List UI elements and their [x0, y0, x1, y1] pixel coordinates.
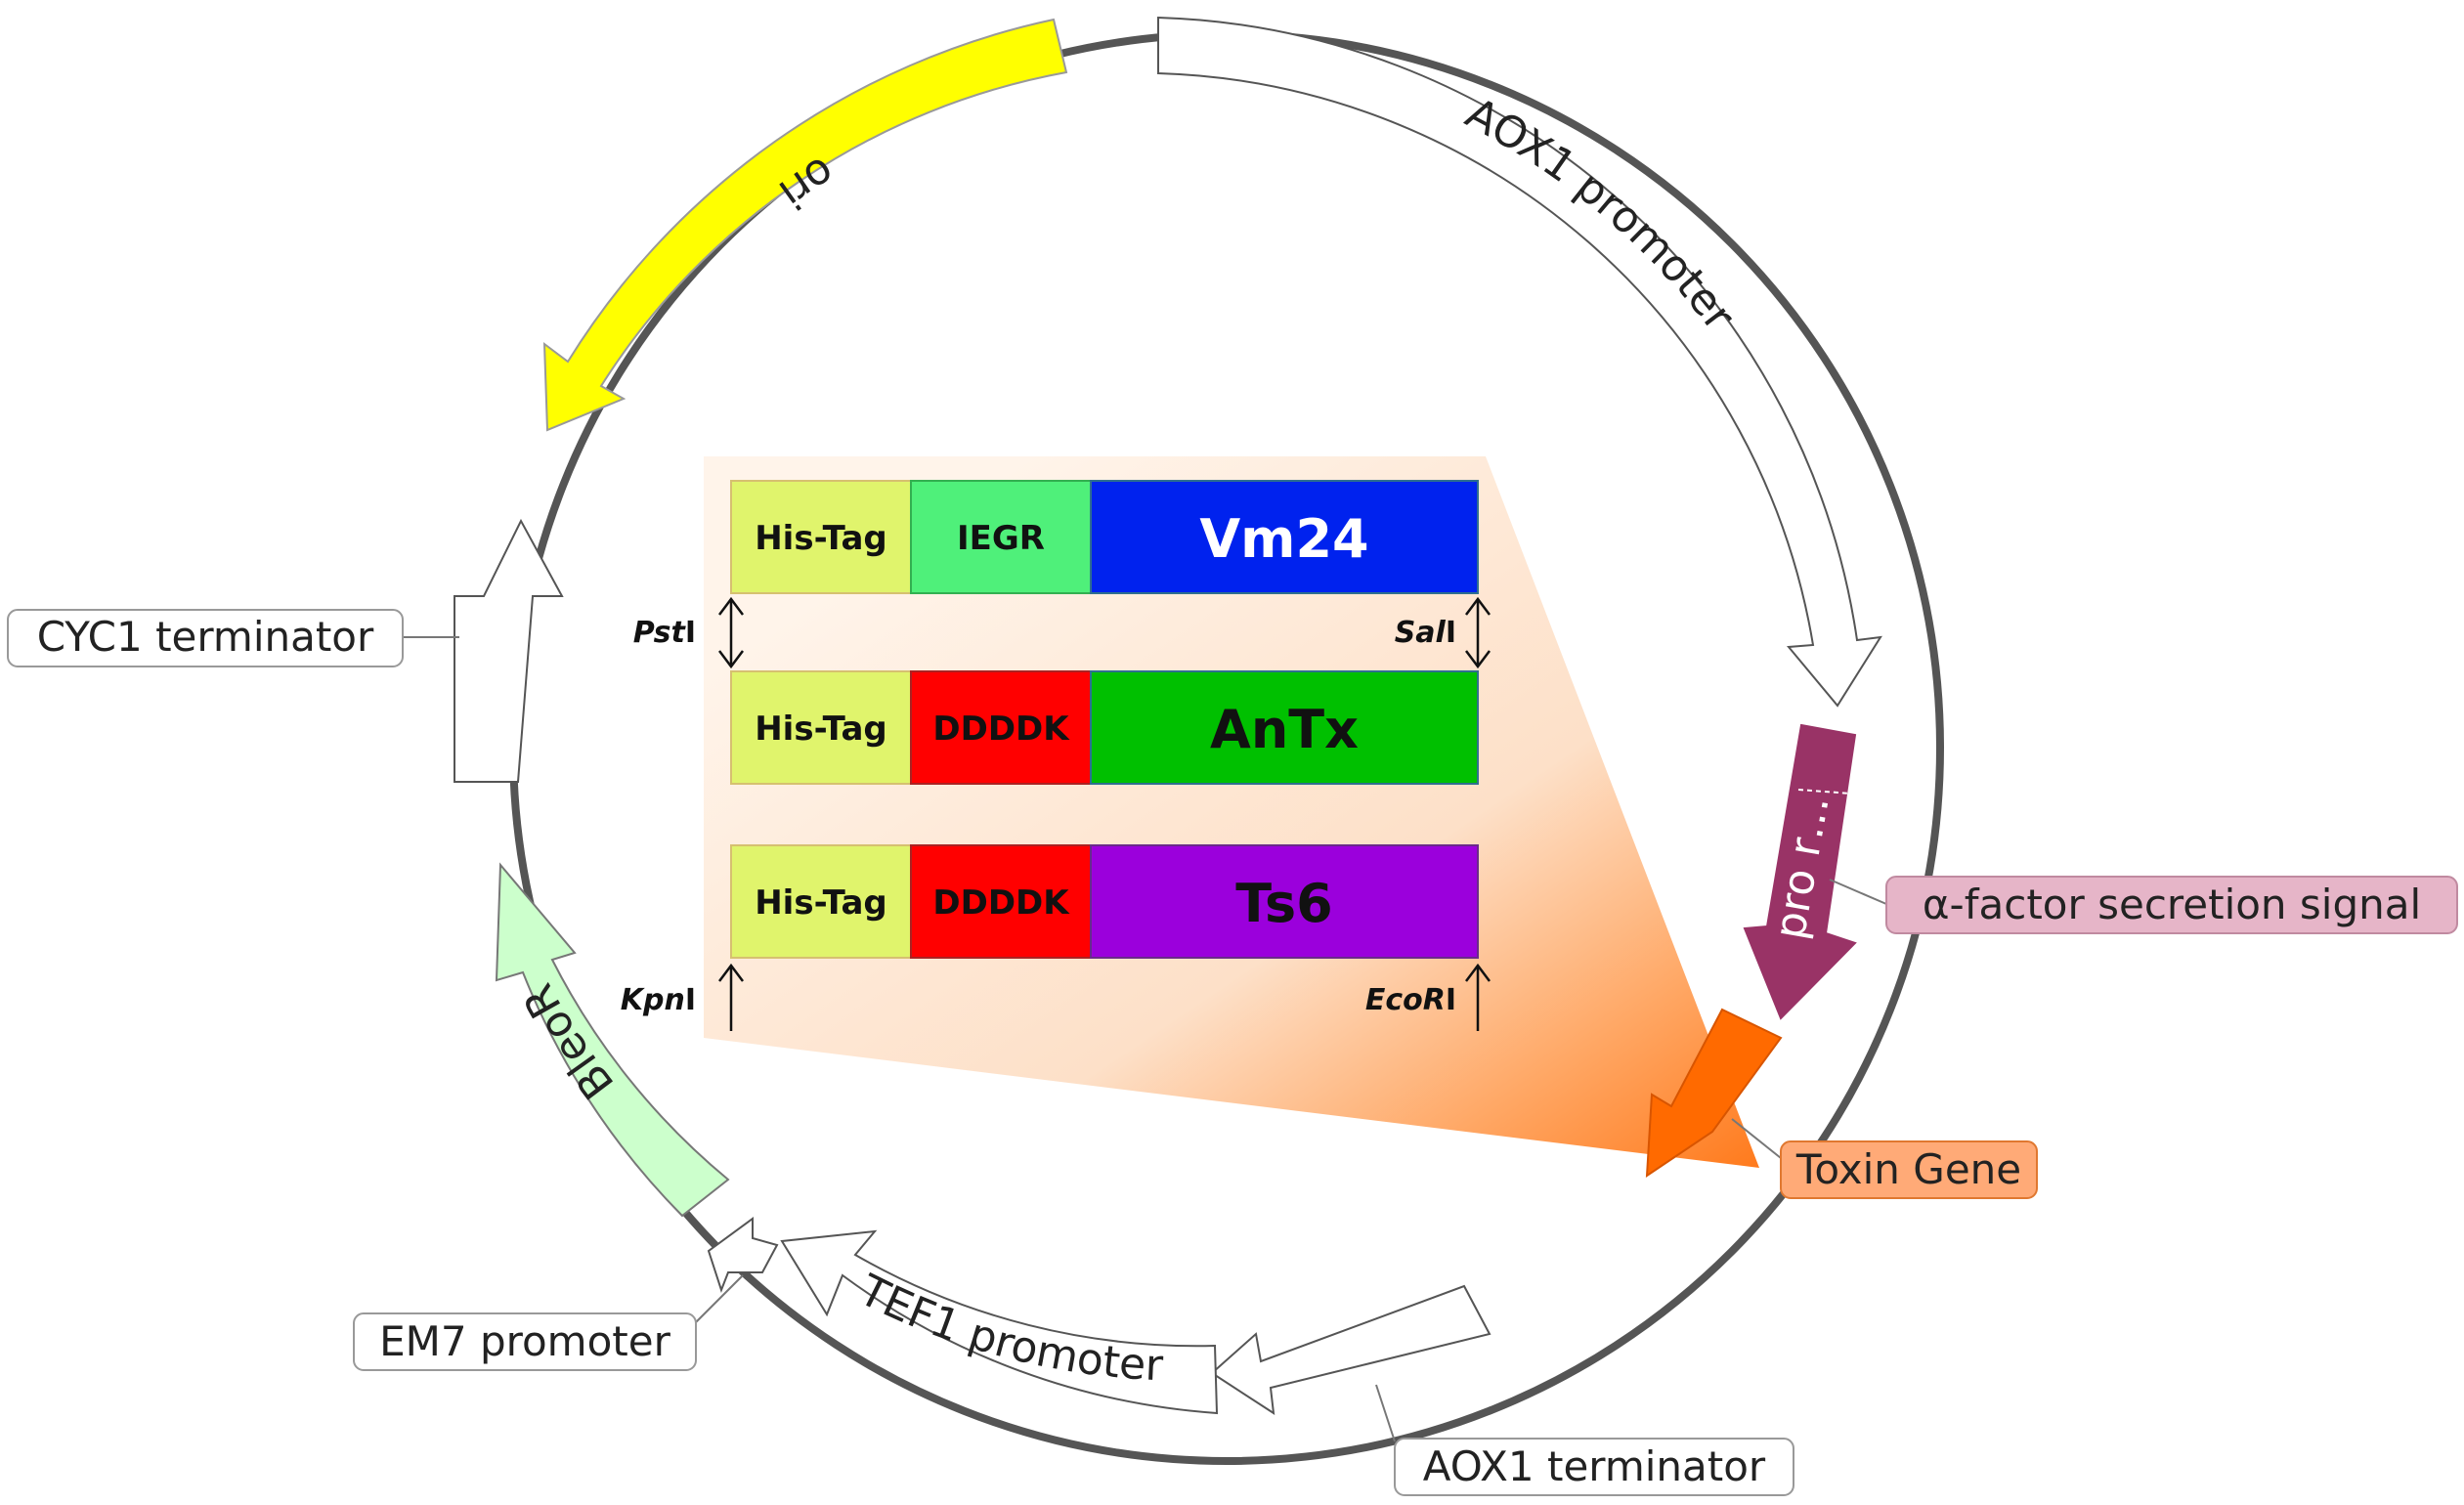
toxin-gene-text: Toxin Gene — [1795, 1145, 2021, 1193]
em7-promoter-text: EM7 promoter — [379, 1317, 670, 1365]
construct-antx: His-Tag DDDDK AnTx — [730, 670, 1479, 785]
antx-label: AnTx — [1210, 699, 1359, 760]
em7-promoter-arrow — [707, 1217, 779, 1293]
salI-double-arrow — [1465, 596, 1491, 669]
construct-vm24: His-Tag IEGR Vm24 — [730, 480, 1479, 594]
ori-arrow — [542, 18, 1068, 432]
antx-segment — [1090, 670, 1479, 785]
ddddk-segment — [910, 844, 1092, 959]
tef1-promoter-arrow — [780, 1229, 1219, 1415]
ts6-label: Ts6 — [1235, 873, 1332, 934]
aox1-promoter-arrow — [1157, 16, 1882, 708]
ts6-segment — [1090, 844, 1479, 959]
aox1-terminator-text: AOX1 terminator — [1423, 1442, 1766, 1490]
his-tag-segment — [730, 844, 912, 959]
toxin-gene-arrow — [1645, 1008, 1783, 1178]
his-tag-label: His-Tag — [755, 710, 887, 749]
construct-ts6: His-Tag DDDDK Ts6 — [730, 844, 1479, 959]
toxin-gene-callout: Toxin Gene — [1780, 1140, 2038, 1199]
ddddk-segment — [910, 670, 1092, 785]
his-tag-label: His-Tag — [755, 883, 887, 923]
alpha-factor-callout: α-factor secretion signal — [1885, 876, 2458, 934]
pstI-double-arrow — [718, 596, 744, 669]
callout-leaders — [403, 636, 1887, 1442]
vm24-segment — [1090, 480, 1479, 594]
his-tag-label: His-Tag — [755, 519, 887, 558]
iegr-label: IEGR — [957, 519, 1045, 558]
cyc1-terminator-arrow — [454, 518, 564, 783]
ddddk-label: DDDDK — [932, 710, 1070, 749]
cyc1-terminator-callout: CYC1 terminator — [7, 609, 404, 667]
alpha-factor-arrow — [1743, 723, 1857, 1020]
ddddk-label: DDDDK — [932, 883, 1070, 923]
pro-region-divider — [1797, 789, 1852, 795]
kpnI-label: KpnI — [621, 983, 696, 1017]
bleor-arrow — [495, 862, 730, 1218]
ecoRI-arrow — [1465, 963, 1491, 1031]
aox1-terminator-callout: AOX1 terminator — [1394, 1438, 1794, 1496]
ecoRI-label: EcoRI — [1365, 983, 1456, 1017]
his-tag-segment — [730, 480, 912, 594]
salI-label: SalI — [1395, 616, 1456, 650]
his-tag-segment — [730, 670, 912, 785]
zoom-wedge — [704, 456, 1759, 1168]
vm24-label: Vm24 — [1199, 508, 1368, 570]
pstI-label: PstI — [633, 616, 696, 650]
tef1-promoter-label: TEF1 promoter — [850, 1265, 1165, 1391]
cyc1-terminator-text: CYC1 terminator — [37, 613, 374, 661]
em7-promoter-callout: EM7 promoter — [353, 1312, 697, 1371]
alpha-factor-text: α-factor secretion signal — [1923, 881, 2421, 928]
aox1-terminator-arrow — [1210, 1284, 1491, 1415]
svg-text:TEF1 promoter: TEF1 promoter — [850, 1265, 1165, 1391]
kpnI-arrow — [718, 963, 744, 1031]
